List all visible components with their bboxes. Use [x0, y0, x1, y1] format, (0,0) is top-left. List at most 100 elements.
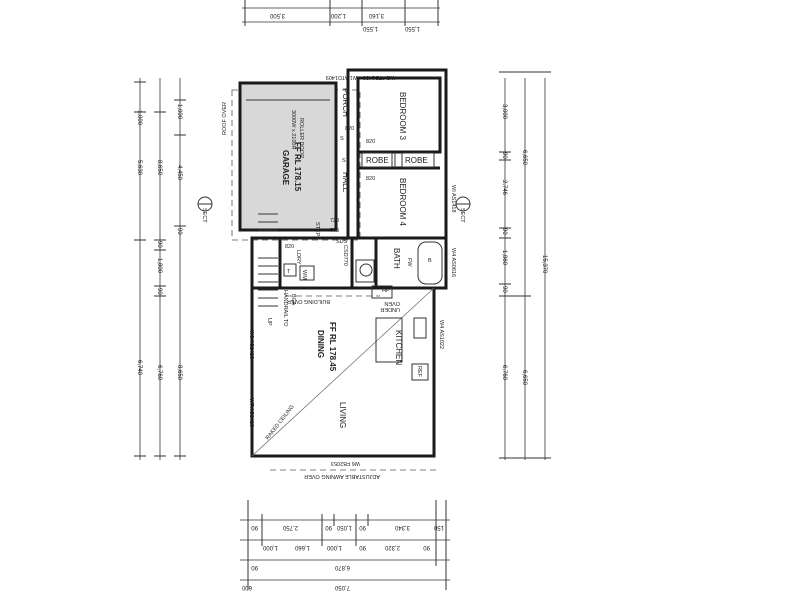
- window-w2-top: W2 ATD1409: [363, 74, 395, 80]
- dim-left-mid-3: 1,800: [156, 258, 162, 274]
- bedroom-3-label: BEDROOM 3: [398, 92, 407, 141]
- dim-right-outer-1: 15,370: [541, 255, 547, 274]
- dim-bottom-r1-7: 150: [433, 524, 444, 530]
- dim-bottom-edge-1: 600: [241, 584, 252, 590]
- dim-bottom-r2-4: 90: [359, 544, 366, 550]
- dim-bottom-r2-5: 2,320: [384, 544, 400, 550]
- dim-top-4: 1,550: [362, 25, 378, 31]
- dim-right-inner-7: 6,760: [501, 365, 507, 381]
- dim-bottom-r1-4: 1,050: [336, 524, 352, 530]
- step-label: STEP: [314, 222, 320, 237]
- dim-bottom-r2-2: 1,660: [294, 544, 310, 550]
- dim-right-inner-2: 90: [501, 152, 507, 159]
- dim-left-outer-2: 5,630: [136, 160, 142, 176]
- window-bottom: W6 FB2053: [331, 460, 360, 466]
- dim-left-mid-4: 90: [156, 288, 162, 295]
- dim-right-inner-1: 3,000: [501, 104, 507, 120]
- section-marker-left-label: SECT: [201, 208, 207, 223]
- trough-label: T: [287, 269, 291, 275]
- section-marker-right-label: SECT: [459, 208, 465, 223]
- dim-bottom-r1-6: 3,340: [394, 524, 410, 530]
- living-label: LIVING: [338, 402, 347, 428]
- window-left-1: W8 AS1418: [248, 330, 254, 359]
- dim-left-inner-1: 1,000: [176, 104, 182, 120]
- window-right-1: WI AS1418: [450, 185, 456, 213]
- robe-2: [401, 152, 435, 168]
- window-right-2: W4 AS0616: [450, 248, 456, 277]
- dim-bottom-r2-6: 90: [423, 544, 430, 550]
- dim-left-inner-4: 8,650: [176, 365, 182, 381]
- living-area-outline: [250, 286, 436, 458]
- door-820-a: 820: [345, 126, 354, 132]
- smoke-detector-1: S: [340, 136, 344, 142]
- dim-bottom-r3-1: 6,870: [334, 564, 350, 570]
- basin: [359, 263, 373, 277]
- fridge: [411, 363, 429, 381]
- dim-right-inner-6: 90: [501, 286, 507, 293]
- dim-left-mid-5: 6,760: [156, 365, 162, 381]
- washing-machine: [299, 265, 315, 281]
- window-w1-top: W1 ATD1409: [326, 74, 358, 80]
- dim-bottom-r1-1: 90: [251, 524, 258, 530]
- left-dimension-columns: 1,000 5,630 6,740 8,650 90 1,800 90 6,76…: [134, 78, 186, 460]
- dim-left-mid-1: 8,650: [156, 160, 162, 176]
- trough: [283, 263, 297, 277]
- fridge-label: REF: [416, 366, 422, 378]
- up-label: UP: [266, 318, 272, 326]
- bathtub: [417, 241, 443, 285]
- kitchen-label: KITCHEN: [394, 330, 403, 365]
- dim-left-mid-2: 90: [156, 241, 162, 248]
- dim-left-inner-3: 90: [176, 228, 182, 235]
- fw-label: FW: [406, 258, 412, 267]
- dim-left-outer-3: 6,740: [136, 360, 142, 376]
- dim-bottom-edge-2: 90: [251, 564, 258, 570]
- garage-rl-label: FF RL 178.15: [293, 142, 302, 192]
- roller-door-label-2: 3000W x 2100H: [290, 110, 296, 149]
- kitchen-island: [375, 317, 403, 363]
- section-marker-left: SECT: [197, 196, 213, 223]
- cooktop: [371, 285, 393, 299]
- dim-right-mid-2: 6,650: [521, 370, 527, 386]
- dim-bottom-r1-5: 90: [359, 524, 366, 530]
- laundry-label: LDRY: [295, 250, 301, 265]
- hall-label: HALL: [341, 172, 350, 193]
- dim-top-5: 1,550: [404, 25, 420, 31]
- garage-label: GARAGE: [281, 150, 290, 186]
- garage-floor: [238, 81, 338, 232]
- handrail-label-2: BCA: [290, 294, 296, 306]
- door-820-b: 820: [366, 139, 375, 145]
- dim-left-outer-1: 1,000: [136, 110, 142, 126]
- section-marker-right: SECT: [455, 196, 471, 223]
- window-left-2: W7 AS1418: [248, 398, 254, 427]
- robe-1: [361, 152, 393, 168]
- dim-bottom-r2-1: 1,000: [262, 544, 278, 550]
- oven-label-2: UNDER: [380, 306, 400, 312]
- porch-label: PORCH: [341, 88, 350, 117]
- csd-label: CSD770: [342, 245, 348, 266]
- dim-right-mid-1: 6,650: [521, 150, 527, 166]
- roof-over-label: ROOF OVER: [222, 102, 228, 135]
- dim-top-3: 3,160: [368, 12, 384, 18]
- door-720: 720: [330, 218, 339, 224]
- sink: [413, 317, 427, 339]
- bathtub-label: B: [428, 258, 432, 264]
- smoke-detector-2: S: [342, 158, 346, 164]
- dim-right-inner-4: 90: [501, 228, 507, 235]
- robe-1-label: ROBE: [366, 156, 389, 165]
- robe-2-label: ROBE: [405, 156, 428, 165]
- dim-right-inner-3: 2,746: [501, 180, 507, 196]
- dim-bottom-r4-1: 7,050: [334, 584, 350, 590]
- top-dimension-strip: 3,500 1,200 3,160 1,550 1,550: [242, 0, 440, 31]
- dim-left-inner-2: 4,450: [176, 165, 182, 181]
- dim-right-inner-5: 1,860: [501, 250, 507, 266]
- bottom-dimension-rows: 90 2,750 90 1,050 90 3,340 150 1,000 1,6…: [240, 500, 450, 590]
- stair-treads: [258, 213, 278, 307]
- sds-label: SDS: [336, 239, 348, 245]
- washing-machine-label: WM: [301, 270, 307, 280]
- oven-label-1: OVEN: [384, 300, 400, 306]
- handrail-label-1: HANDRAIL TO: [282, 290, 288, 327]
- building: ROOF OVER ROLLER DOOR 3000W x 2100H GARA…: [222, 68, 456, 479]
- dining-rl-label: FF RL 178.45: [328, 322, 337, 372]
- adjustable-awning-label: ADJUSTABLE AWNING OVER: [304, 473, 380, 479]
